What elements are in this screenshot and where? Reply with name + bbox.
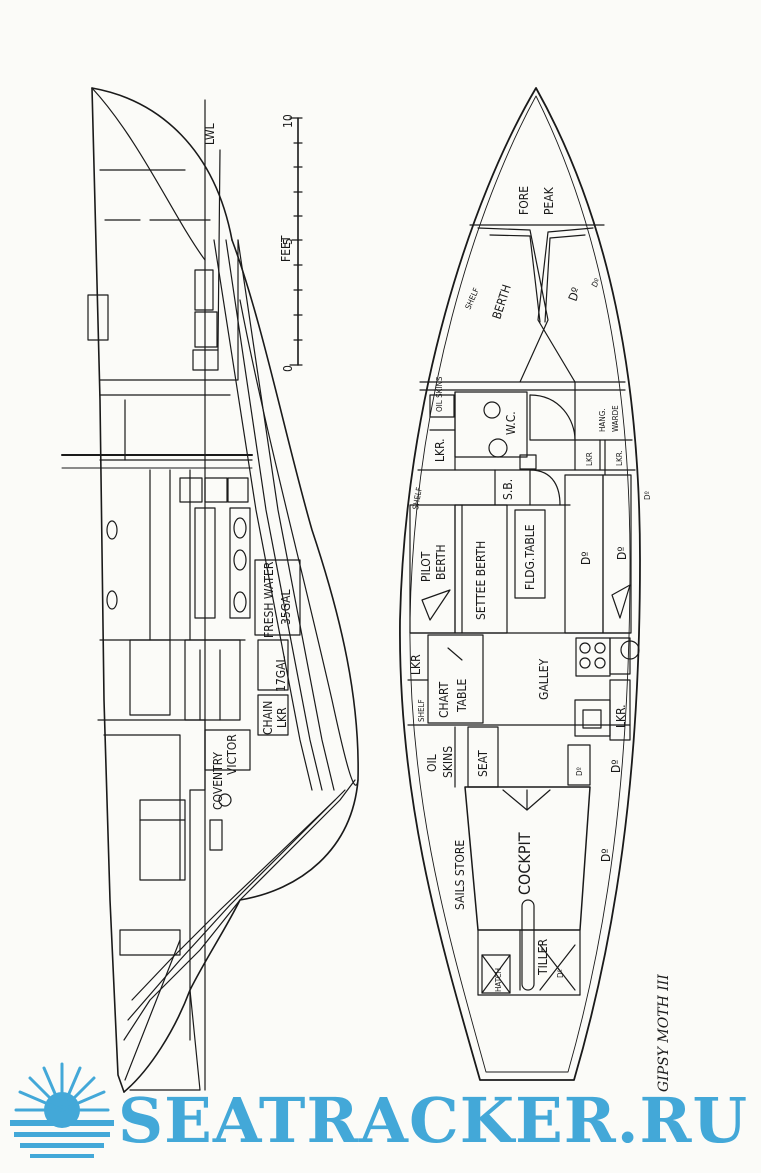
lkr-port-label: LKR bbox=[409, 654, 423, 675]
ditto-fwd-label: Dº bbox=[566, 286, 584, 303]
scale-tick-0: 0 bbox=[281, 365, 295, 372]
settee-berth-label: SETTEE BERTH bbox=[474, 541, 488, 620]
fldg-table-label: FLDG.TABLE bbox=[523, 524, 537, 590]
do-seat-label: Dº bbox=[575, 766, 584, 776]
side-elevation bbox=[61, 87, 359, 1093]
sb-label: S.B. bbox=[501, 479, 515, 500]
tank-17gal-label: 17GAL bbox=[274, 657, 288, 693]
do-locker-label: Dº bbox=[579, 552, 593, 565]
sun-logo-icon bbox=[10, 1062, 114, 1158]
tiller-label: TILLER bbox=[536, 938, 550, 976]
wc-label: W.C. bbox=[504, 411, 518, 435]
scale-tick-10: 10 bbox=[281, 114, 295, 128]
drawing-title: GIPSY MOTH III bbox=[656, 974, 672, 1092]
elevation-text: LWL FEET 0 5 10 FRESH WATER 35GAL 17GAL … bbox=[203, 114, 295, 810]
cockpit-label: COCKPIT bbox=[515, 832, 534, 895]
shelf-mid-label: SHELF bbox=[411, 486, 424, 510]
peak-label: PEAK bbox=[542, 186, 556, 215]
lkr-fwd-label: LKR. bbox=[433, 438, 447, 462]
do-berth-stbd-label: Dº bbox=[615, 547, 629, 560]
tank-35gal-label: 35GAL bbox=[279, 590, 293, 626]
fore-label: FORE bbox=[517, 186, 531, 215]
scale-tick-5: 5 bbox=[281, 238, 295, 245]
plan-text: FORE PEAK SHELF BERTH Dº Dº OIL SKINS W.… bbox=[409, 186, 652, 992]
scale-bar bbox=[289, 117, 303, 366]
victor-label: VICTOR bbox=[225, 734, 239, 775]
skins-label: SKINS bbox=[441, 746, 455, 778]
watermark-text: SEATRACKER.RU bbox=[118, 1084, 748, 1157]
pilot-label: PILOT bbox=[419, 551, 433, 582]
do-stbd-label: Dº bbox=[643, 490, 652, 500]
plan-view bbox=[399, 87, 641, 1081]
lkr-small-label: LKR bbox=[585, 452, 594, 466]
table-label: TABLE bbox=[455, 679, 469, 713]
sails-store-label: SAILS STORE bbox=[453, 840, 467, 910]
seat-label: SEAT bbox=[476, 750, 490, 777]
do-galley-label: Dº bbox=[609, 760, 623, 773]
hang-label: HANG. bbox=[598, 408, 607, 432]
scale-label: FEET bbox=[279, 235, 293, 262]
coventry-label: COVENTRY bbox=[211, 752, 225, 810]
galley-label: GALLEY bbox=[537, 658, 551, 700]
lkr-galley-label: LKR. bbox=[614, 704, 628, 728]
oil-label: OIL bbox=[425, 754, 439, 772]
chain-lkr-label: LKR bbox=[275, 707, 289, 728]
do-aft-label: Dº bbox=[599, 849, 613, 862]
pilot-berth-label: BERTH bbox=[434, 544, 448, 580]
berth-fwd-label: BERTH bbox=[490, 283, 514, 321]
lwl-label: LWL bbox=[203, 123, 217, 145]
chain-label: CHAIN bbox=[261, 701, 275, 735]
lkr-stbd-label: LKR. bbox=[615, 450, 624, 466]
oilskins-small-label: OIL SKINS bbox=[435, 376, 444, 412]
fresh-water-label: FRESH WATER bbox=[262, 561, 276, 638]
do-tiller-label: Dº bbox=[556, 968, 565, 978]
warde-label: WARDE bbox=[611, 405, 620, 432]
hatch-label: HATCH bbox=[494, 968, 503, 992]
chart-label: CHART bbox=[437, 681, 451, 718]
shelf-fwd-label: SHELF bbox=[464, 286, 481, 310]
shelf-port-label: SHELF bbox=[417, 699, 426, 722]
